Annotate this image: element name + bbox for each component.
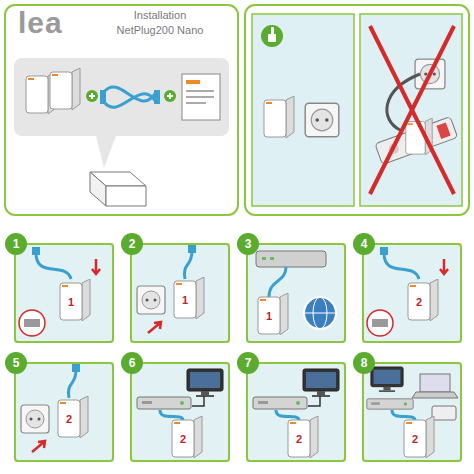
diagram-title: Installation NetPlug200 Nano (105, 8, 215, 38)
brand-logo: lea (18, 6, 63, 40)
step-panel: 6 (130, 362, 230, 462)
device-number: 2 (296, 433, 302, 445)
callout-number: 5 (5, 352, 27, 374)
step-2-art (137, 245, 204, 333)
contents-panel (5, 5, 238, 215)
callout-number: 7 (237, 352, 259, 374)
device-number: 1 (182, 294, 188, 306)
device-number: 2 (66, 413, 72, 425)
usage-panel (245, 5, 469, 215)
callout-number: 2 (121, 233, 143, 255)
device-number: 2 (180, 433, 186, 445)
step-panel: 5 (14, 362, 114, 462)
callout-number: 3 (237, 233, 259, 255)
device-number: 2 (416, 296, 422, 308)
callout-number: 8 (353, 352, 375, 374)
step-grounds (14, 243, 462, 462)
step-1-art (19, 247, 100, 336)
step-panel: 8 (362, 362, 462, 462)
device-number: 2 (412, 433, 418, 445)
step-panel: 4 (362, 243, 462, 343)
step-panel: 2 (130, 243, 230, 343)
step-4-art (367, 247, 448, 336)
step-5-art (21, 364, 88, 452)
step-panel: 3 (246, 243, 346, 343)
step-7-art (253, 369, 339, 458)
step-3-art (256, 251, 336, 335)
callout-number: 1 (5, 233, 27, 255)
device-number: 1 (266, 310, 272, 322)
callout-number: 6 (121, 352, 143, 374)
device-number: 1 (68, 296, 74, 308)
callout-number: 4 (353, 233, 375, 255)
step-8-art (367, 367, 458, 458)
step-panel: 1 (14, 243, 114, 343)
step-panel: 7 (246, 362, 346, 462)
step-6-art (137, 369, 223, 458)
